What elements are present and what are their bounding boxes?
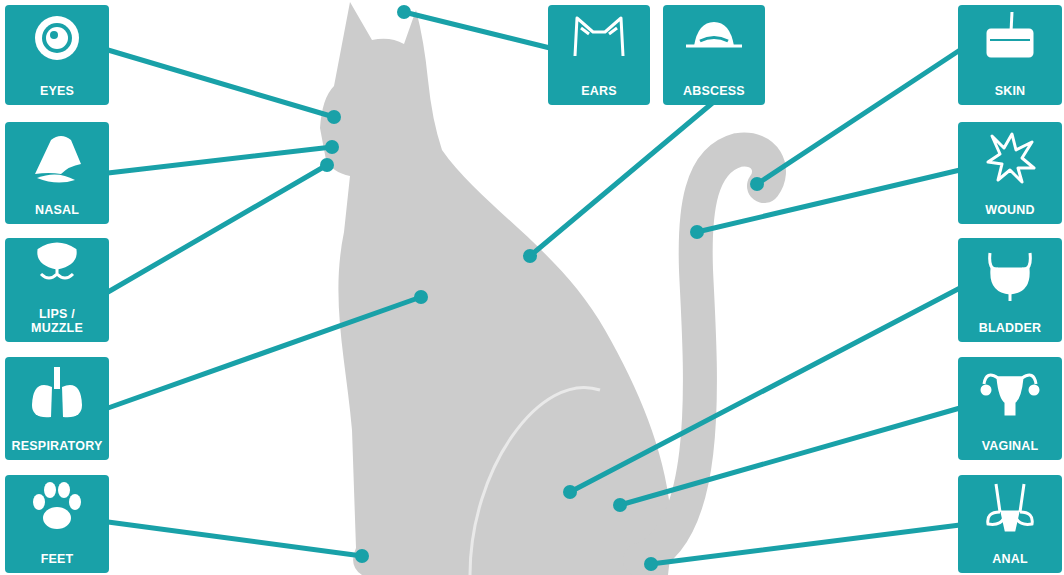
anal-icon — [988, 484, 1033, 530]
category-box: NASAL — [5, 122, 109, 224]
category-box: ABSCESS — [663, 5, 765, 105]
category-label: NASAL — [7, 203, 107, 217]
category-box: FEET — [5, 475, 109, 573]
category-box: WOUND — [958, 122, 1062, 224]
category-label: ABSCESS — [664, 84, 764, 98]
cat-tail — [640, 150, 769, 560]
category-box: ANAL — [958, 475, 1062, 573]
category-box: EYES — [5, 5, 109, 105]
muzzle-icon — [39, 244, 75, 278]
hind-leg-outline — [470, 387, 600, 575]
category-label: VAGINAL — [960, 439, 1060, 453]
paw-icon — [33, 482, 81, 529]
skin-icon — [988, 12, 1032, 56]
leader-dots — [320, 5, 764, 571]
nasal-icon — [35, 136, 81, 183]
category-label: LIPS / MUZZLE — [25, 307, 89, 335]
category-label: RESPIRATORY — [2, 439, 112, 453]
category-box: BLADDER — [958, 238, 1062, 342]
category-label: EARS — [549, 84, 649, 98]
category-label: BLADDER — [960, 321, 1060, 335]
category-box: VAGINAL — [958, 357, 1062, 460]
cat-silhouette — [320, 2, 672, 575]
leader-lines — [108, 12, 960, 564]
wound-icon — [988, 134, 1034, 182]
category-box: SKIN — [958, 5, 1062, 105]
eye-icon — [35, 16, 79, 60]
category-box: LIPS / MUZZLE — [5, 238, 109, 342]
uterus-icon — [982, 375, 1038, 414]
bladder-icon — [990, 253, 1031, 301]
category-label: FEET — [7, 552, 107, 566]
category-box: EARS — [548, 5, 650, 105]
abscess-icon — [686, 22, 742, 46]
category-box: RESPIRATORY — [5, 357, 109, 460]
category-label: ANAL — [960, 552, 1060, 566]
category-label: SKIN — [960, 84, 1060, 98]
ears-icon — [575, 18, 623, 56]
category-label: WOUND — [960, 203, 1060, 217]
lungs-icon — [32, 367, 82, 417]
category-label: EYES — [7, 84, 107, 98]
